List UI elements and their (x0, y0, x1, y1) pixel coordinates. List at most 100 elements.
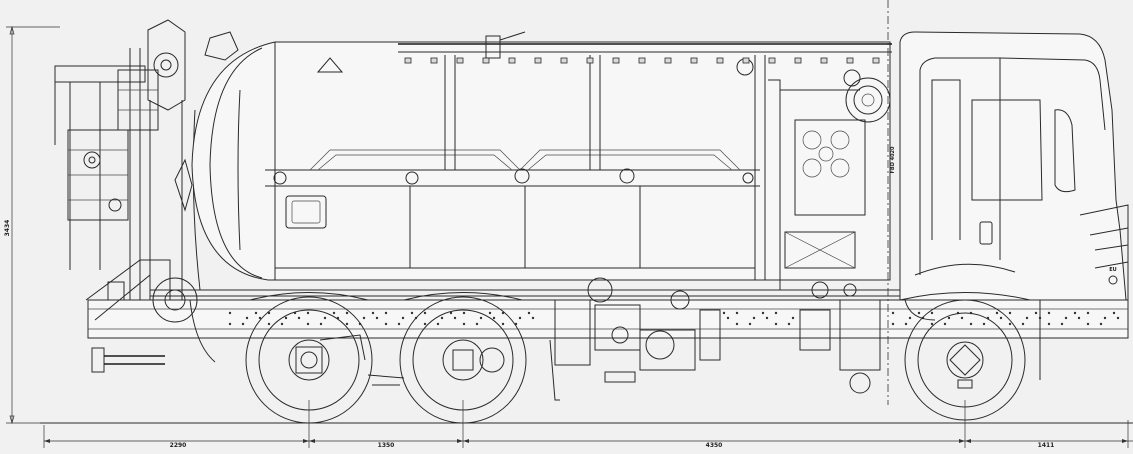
undercarriage-equipment (549, 277, 881, 401)
rivet (440, 316, 444, 320)
rivet (904, 322, 908, 326)
rivet (917, 311, 921, 315)
rivet (323, 316, 327, 320)
rivet (1073, 311, 1077, 315)
rail-bolt (794, 57, 802, 64)
rivet (306, 322, 310, 326)
rail-bolt (664, 57, 672, 64)
rail-bolt (586, 57, 594, 64)
rail-bolt (508, 57, 516, 64)
rivet (947, 316, 951, 320)
rivet (401, 316, 405, 320)
rivet (1047, 311, 1051, 315)
rivet (1064, 316, 1068, 320)
rivet (423, 311, 427, 315)
rivet (787, 322, 791, 326)
rear-overhang-label: 2290 (170, 442, 187, 449)
rail-bolt (716, 57, 724, 64)
rivet (488, 311, 492, 315)
rivet (999, 316, 1003, 320)
rivet (254, 311, 258, 315)
rivet (319, 322, 323, 326)
tank-body (191, 31, 892, 281)
rivet (735, 311, 739, 315)
rivet (280, 322, 284, 326)
rivet (462, 311, 466, 315)
rail-bolt (560, 57, 568, 64)
rivet (518, 316, 522, 320)
rivet (774, 322, 778, 326)
rivet (774, 311, 778, 315)
rivet (1112, 311, 1116, 315)
rivet (375, 316, 379, 320)
rivet (479, 316, 483, 320)
rivet (297, 316, 301, 320)
rivet (761, 311, 765, 315)
rivet (384, 311, 388, 315)
rail-bolt (768, 57, 776, 64)
rivet (722, 311, 726, 315)
rear-mechanism (54, 48, 171, 373)
rivet (891, 311, 895, 315)
vertical-marking: FBD 4020 (890, 146, 896, 174)
rail-bolt (404, 57, 412, 64)
rivet (1086, 322, 1090, 326)
rivet (908, 316, 912, 320)
rivet (765, 316, 769, 320)
rail-bolt (534, 57, 542, 64)
overall-height-label: 3434 (4, 220, 11, 237)
rivet (527, 311, 531, 315)
rivet (960, 316, 964, 320)
height-dimension: 3434 (4, 25, 60, 425)
rivet (1008, 311, 1012, 315)
rivet (995, 311, 999, 315)
rivet (1103, 316, 1107, 320)
rivet (1008, 322, 1012, 326)
cab-label: EU (1109, 267, 1116, 273)
suspension-link (367, 374, 405, 386)
frame-rivets (228, 311, 1120, 326)
rivet (245, 316, 249, 320)
rivet (1034, 311, 1038, 315)
pump-module (768, 77, 891, 290)
rivet (1047, 322, 1051, 326)
rivet (306, 311, 310, 315)
rivet (228, 322, 232, 326)
rivet (449, 311, 453, 315)
rivet (748, 322, 752, 326)
rivet (1021, 322, 1025, 326)
rivet (752, 316, 756, 320)
length-dimension-chain: 2290 1350 4350 1411 (43, 400, 1133, 449)
rivet (492, 316, 496, 320)
rivet (501, 322, 505, 326)
rail-bolt (612, 57, 620, 64)
rivet (241, 322, 245, 326)
rivet (410, 311, 414, 315)
rear-door-assembly (147, 19, 239, 363)
rivet (345, 311, 349, 315)
rivet (284, 316, 288, 320)
rivet (943, 322, 947, 326)
rail-bolt (690, 57, 698, 64)
rivet (735, 322, 739, 326)
rivet (345, 322, 349, 326)
rivet (1116, 316, 1120, 320)
rail-bolt (430, 57, 438, 64)
rivet (969, 322, 973, 326)
rivet (791, 316, 795, 320)
rivet (423, 322, 427, 326)
rivet (332, 311, 336, 315)
axle-spacing-label: 1350 (378, 442, 395, 449)
wheelbase-label: 4350 (706, 442, 723, 449)
rivet (531, 316, 535, 320)
circle-icon (1108, 275, 1118, 285)
rail-bolt (482, 57, 490, 64)
rivet (891, 322, 895, 326)
front-axle-wheel (899, 292, 1031, 421)
rivet (397, 322, 401, 326)
rivet (475, 322, 479, 326)
rivet (982, 322, 986, 326)
rail-bolt (456, 57, 464, 64)
rivet (462, 322, 466, 326)
